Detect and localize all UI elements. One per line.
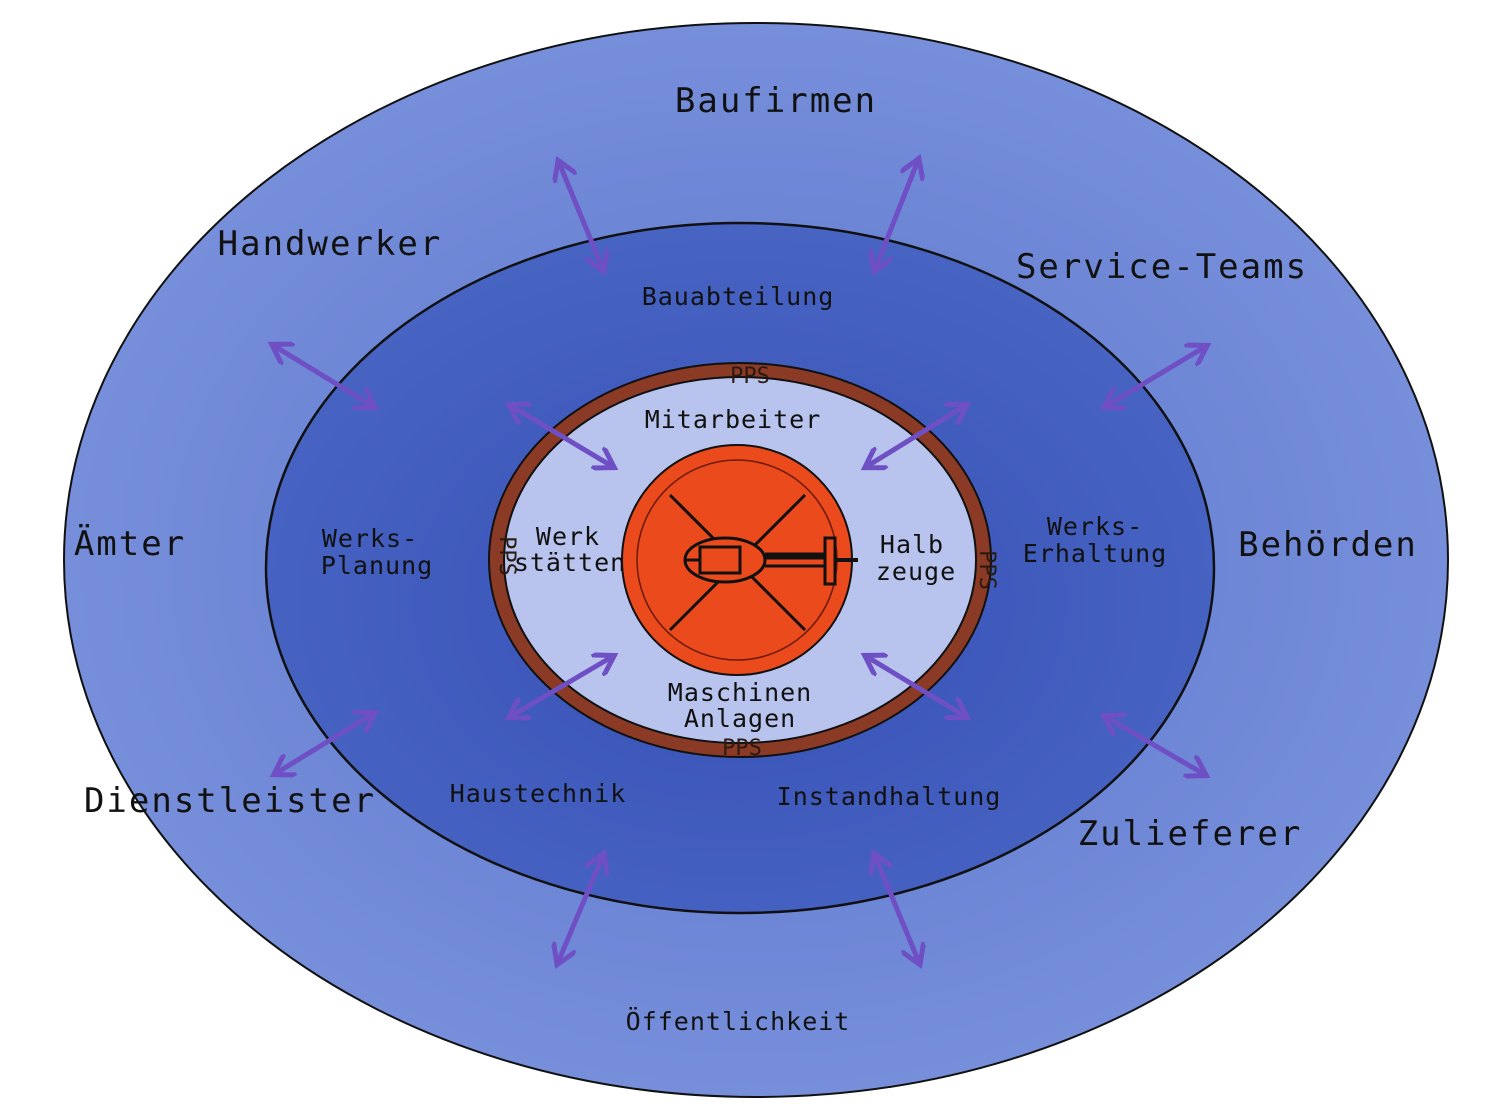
arrow-bottom-left (559, 858, 602, 960)
arrow-bottom-right (876, 858, 918, 960)
helicopter-icon (668, 493, 858, 632)
label-mitarbeiter: Mitarbeiter (645, 405, 822, 434)
arrow-top-right (876, 163, 917, 267)
label-werks-planung-2: Planung (321, 551, 433, 580)
label-werks-erhaltung-2: Erhaltung (1023, 539, 1167, 568)
label-werkstaetten-2: stätten (514, 548, 626, 577)
label-service-teams: Service-Teams (1016, 247, 1308, 287)
arrow-upper-left (276, 347, 371, 405)
label-oeffentlichkeit: Öffentlichkeit (626, 1007, 851, 1036)
label-haustechnik: Haustechnik (450, 779, 627, 808)
label-pps-left: PPS (494, 536, 519, 576)
label-werkstaetten-1: Werk (536, 522, 600, 551)
arrow-lower-right (1108, 718, 1202, 773)
label-anlagen: Anlagen (684, 704, 796, 733)
label-handwerker: Handwerker (218, 224, 443, 264)
label-pps-right: PPS (974, 550, 999, 590)
label-aemter: Ämter (74, 524, 186, 564)
label-halbzeuge-2: zeuge (876, 557, 956, 586)
arrow-inner-top-right (869, 407, 963, 465)
label-pps-top: PPS (730, 364, 770, 389)
label-pps-bottom: PPS (722, 736, 762, 761)
arrow-inner-bottom-right (869, 658, 963, 715)
arrow-top-left (560, 165, 602, 267)
label-dienstleister: Dienstleister (84, 781, 376, 821)
label-instandhaltung: Instandhaltung (777, 782, 1002, 811)
label-bauabteilung: Bauabteilung (642, 282, 835, 311)
label-baufirmen: Baufirmen (675, 81, 877, 121)
label-maschinen: Maschinen (668, 678, 812, 707)
outer-arrows (276, 163, 1203, 960)
label-halbzeuge-1: Halb (880, 530, 944, 559)
label-behoerden: Behörden (1238, 525, 1418, 565)
label-zulieferer: Zulieferer (1078, 814, 1303, 854)
arrow-inner-top-left (513, 407, 610, 465)
label-werks-planung-1: Werks- (322, 524, 418, 553)
arrow-lower-left (278, 715, 371, 772)
arrow-inner-bottom-left (513, 658, 610, 715)
label-werks-erhaltung-1: Werks- (1047, 512, 1143, 541)
inner-arrows (513, 407, 963, 715)
arrow-upper-right (1108, 348, 1203, 405)
